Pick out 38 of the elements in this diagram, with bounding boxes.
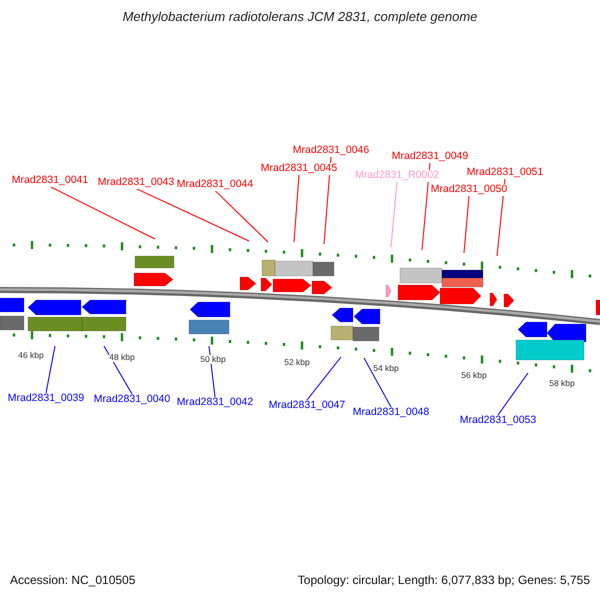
gene-label: Mrad2831_0043 [98,177,174,189]
title: Methylobacterium radiotolerans JCM 2831, complete genome [122,9,478,24]
scale-label: 56 kbp [461,371,487,380]
leader-line [390,181,398,248]
gene-label: Mrad2831_0053 [460,415,536,427]
gene-label: Mrad2831_0048 [352,407,430,419]
gene-label: Mrad2831_0049 [392,151,468,163]
leader-line [306,356,342,400]
leader-line [50,186,156,240]
leader-line [498,372,528,416]
gene-label: Mrad2831_0044 [176,179,254,191]
gene-label: Mrad2831_0047 [268,400,346,412]
gene-label: Mrad2831_0040 [94,394,170,406]
leader-line [324,156,332,244]
gene-label: Mrad2831_0045 [260,163,338,175]
scale-label: 48 kbp [109,353,135,362]
scale-label: 52 kbp [284,358,310,368]
leader-line [464,195,470,254]
gene-label: Mrad2831_0039 [8,393,84,405]
leader-line [214,190,268,242]
footer-text: Accession: NC_010505 [10,574,136,588]
leader-line [136,188,250,242]
gene-label: Mrad2831_0046 [292,145,370,157]
footer-text: Topology: circular; Length: 6,077,833 bp; Genes: 5,755 [298,574,590,588]
gene-label: Mrad2831_0041 [12,175,88,187]
scale-label: 58 kbp [549,379,575,388]
gene-label: Mrad2831_0042 [176,397,254,409]
gene-label: Mrad2831_R0002 [354,170,440,182]
leader-line [422,162,430,250]
leader-line [104,346,132,394]
leader-line [364,358,392,408]
gene-label: Mrad2831_0050 [430,184,508,196]
gene-label: Mrad2831_0051 [466,167,544,179]
scale-label: 54 kbp [373,364,399,374]
leader-line [46,346,56,394]
leader-line [294,174,300,242]
scale-label: 50 kbp [200,355,226,364]
scale-label: 46 kbp [18,351,44,360]
